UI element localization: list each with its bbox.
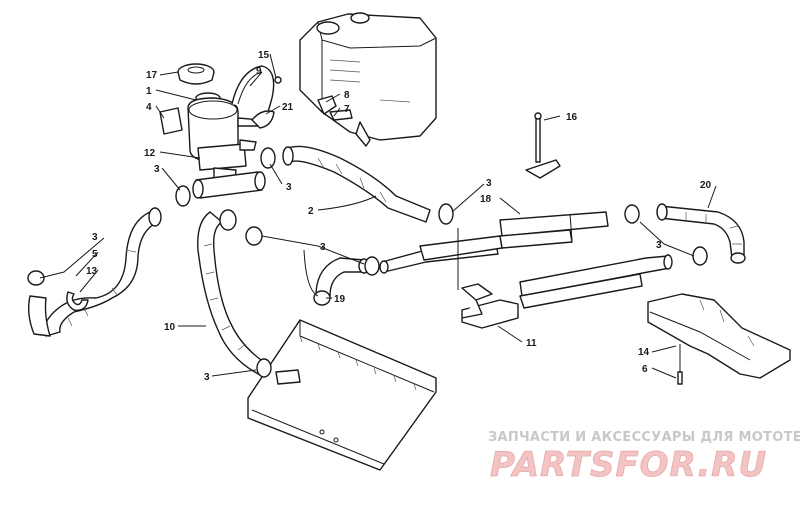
- callout-11: 11: [526, 338, 537, 349]
- callout-3-d: 3: [92, 232, 98, 243]
- tee-fitting: [192, 171, 266, 199]
- mounting-bracket: [457, 228, 519, 329]
- callout-15: 15: [258, 50, 270, 61]
- callout-17: 17: [146, 70, 158, 81]
- callout-3-g: 3: [656, 240, 662, 251]
- right-coolant-hose: [656, 203, 746, 264]
- bracket-clip: [274, 76, 353, 121]
- callout-10: 10: [164, 322, 176, 333]
- callout-leader-lines: [39, 53, 717, 379]
- elbow-hose: [315, 257, 370, 297]
- overflow-hose: [231, 65, 275, 129]
- watermark-logo: PARTSFOR.RU: [490, 445, 767, 485]
- callout-8: 8: [344, 90, 350, 101]
- callout-3-c: 3: [486, 178, 492, 189]
- watermark-tagline: ЗАПЧАСТИ И АКСЕССУАРЫ ДЛЯ МОТОТЕХНИКИ: [488, 430, 800, 445]
- heat-exchanger-tube-upper: [379, 235, 503, 274]
- callout-5: 5: [92, 249, 98, 260]
- callout-3-b: 3: [286, 182, 292, 193]
- callout-2: 2: [308, 206, 314, 217]
- callout-labels: 17 1 4 12 3 15 9 8 7 21 3 2 3 18 16 20 3…: [86, 50, 712, 383]
- callout-13: 13: [86, 266, 98, 277]
- callout-4: 4: [146, 102, 152, 113]
- callout-21: 21: [282, 102, 294, 113]
- callout-3-f: 3: [204, 372, 210, 383]
- skid-plate: [647, 293, 791, 385]
- watermark: ЗАПЧАСТИ И АКСЕССУАРЫ ДЛЯ МОТОТЕХНИКИ PA…: [488, 430, 800, 485]
- callout-19: 19: [334, 294, 346, 305]
- coolant-reservoir-tank: [299, 12, 437, 147]
- temperature-sensor-bracket: [525, 112, 561, 179]
- callout-3-e: 3: [320, 242, 326, 253]
- callout-16: 16: [566, 112, 578, 123]
- callout-1: 1: [146, 86, 152, 97]
- callout-20: 20: [700, 180, 712, 191]
- heat-exchanger-tube-lower: [519, 254, 673, 309]
- callout-9: 9: [256, 66, 262, 77]
- callout-7: 7: [344, 104, 350, 115]
- hose-clip: [66, 291, 89, 311]
- callout-12: 12: [144, 148, 156, 159]
- radiator-cap: [177, 63, 215, 85]
- callout-18: 18: [480, 194, 492, 205]
- callout-3-a: 3: [154, 164, 160, 175]
- callout-6: 6: [642, 364, 648, 375]
- heat-exchanger-panel: [247, 319, 437, 471]
- callout-14: 14: [638, 347, 650, 358]
- decal-label: [159, 107, 183, 135]
- hose-clamps: [27, 147, 708, 378]
- crossover-tube: [499, 211, 609, 249]
- upper-coolant-hose: [282, 145, 431, 223]
- filler-neck-housing: [187, 92, 263, 191]
